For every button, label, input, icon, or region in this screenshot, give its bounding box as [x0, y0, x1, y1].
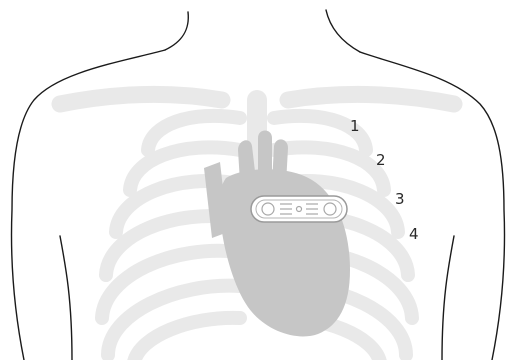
clavicle-right	[288, 94, 454, 104]
rib-left-7	[134, 318, 240, 360]
armpit-right	[442, 236, 454, 360]
rib-label-3: 3	[395, 192, 405, 207]
rib-label-4: 4	[409, 227, 419, 242]
rib-label-2: 2	[376, 153, 386, 168]
neck-left	[165, 12, 188, 50]
heart	[204, 131, 350, 337]
neck-right	[326, 10, 360, 52]
monitor-patch-icon	[251, 196, 347, 222]
rib-label-1: 1	[350, 119, 360, 134]
clavicle-left	[60, 94, 222, 104]
armpit-left	[60, 236, 72, 360]
